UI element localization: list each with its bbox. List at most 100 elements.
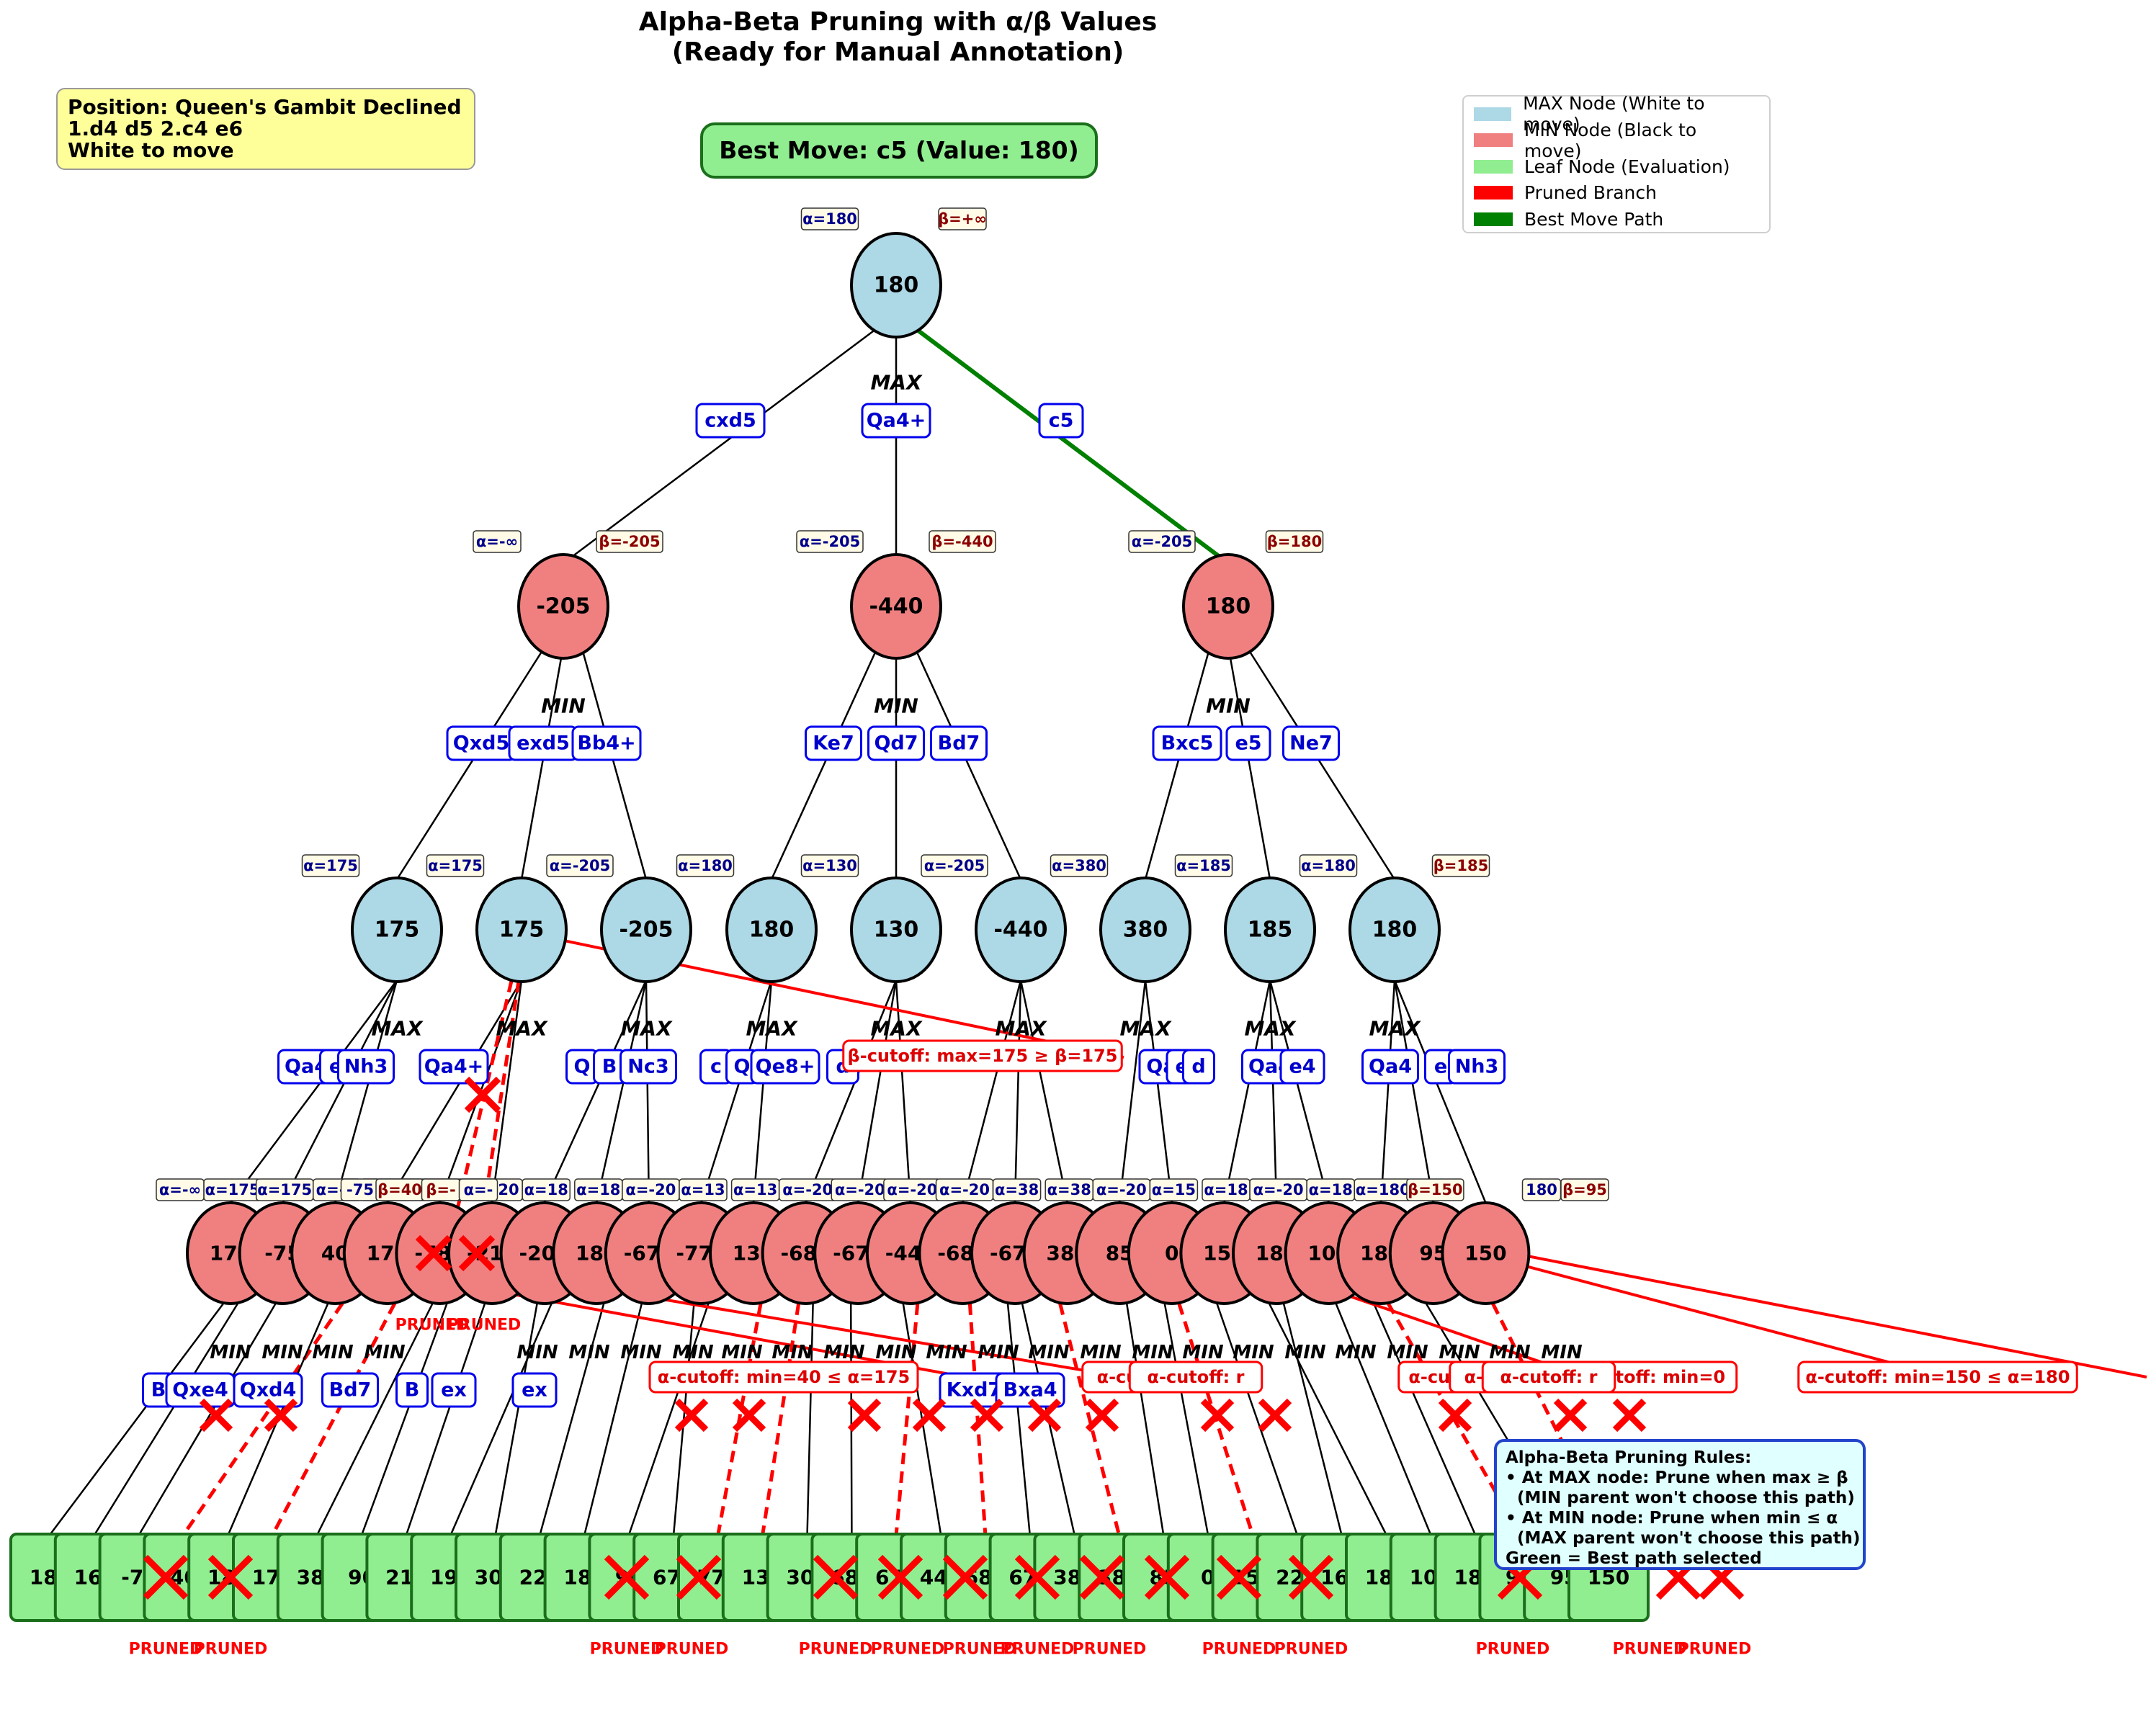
layer-tag-min-d3-21: MIN [1387,1342,1428,1363]
depth2-node-1-value: 175 [499,918,545,943]
legend-swatch-leaf [1474,159,1513,174]
depth2-node-3-value: 180 [749,918,795,943]
depth1-alpha-0-box [473,530,522,553]
depth1-alpha-1: α=-205 [800,533,861,550]
depth2-node-8-value: 180 [1372,918,1418,943]
depth3-tag-19-box [1149,1178,1199,1201]
edge-d3-25 [1125,1303,1165,1535]
layer-tag-min-d3-8: MIN [721,1342,763,1363]
layer-tag-min-d3-15: MIN [1080,1342,1122,1363]
cutoff-alpha-trunc-4: α-cutoff: r [1500,1367,1598,1387]
prune-cross-mid-5-b [912,1398,947,1433]
edge-d2-16 [1019,979,1068,1203]
depth3-node-24-value: 150 [1464,1242,1506,1265]
move-d2-13-box [1182,1049,1215,1085]
edge-d1-6 [1144,645,1212,880]
depth3-tag-9: α=-20 [625,1181,676,1198]
root-node-value: 180 [874,273,919,298]
layer-tag-min-d3-13: MIN [978,1342,1019,1363]
depth1-beta-0: β=-205 [599,533,660,550]
move-d2-6: Nc3 [627,1056,668,1078]
prune-cross-leaf-1-b [207,1554,254,1600]
move-d3-3: Bd7 [329,1379,372,1402]
move-d2-16-box [1361,1049,1419,1085]
edge-d2-15 [1014,979,1022,1203]
depth2-node-3-shape [725,877,818,983]
rules-line-4: • At MIN node: Prune when min ≤ α [1506,1509,1838,1528]
edge-d2-19 [1223,979,1271,1203]
pruned-label-4: PRUNED [799,1641,873,1659]
prune-cross-leaf-8-b [1079,1554,1125,1600]
prune-cross-mid-8-b [1085,1398,1119,1433]
rules-line-5: (MAX parent won't choose this path) [1506,1529,1861,1548]
prune-cross-leaf-6-b [942,1554,988,1600]
layer-tag-min-d3-6: MIN [620,1342,662,1363]
prune-cross-top-1-b [415,1234,452,1272]
layer-tag-min-d3-20: MIN [1335,1342,1377,1363]
legend-item-best: Best Move Path [1474,206,1759,233]
edge-d3-5 [271,1302,397,1536]
edge-d2-17 [1118,979,1147,1203]
depth2-alpha-2: α=-205 [550,857,611,874]
edge-d2-18 [1144,979,1173,1203]
legend-label-leaf: Leaf Node (Evaluation) [1524,156,1730,177]
edge-d2-2 [334,979,398,1203]
depth1-node-1-value: -440 [869,594,923,619]
depth2-node-2-value: -205 [619,918,673,943]
depth2-node-0-shape [351,877,443,983]
depth3-extra-tag-3-box [458,1178,498,1201]
prune-cross-leaf-7-b [1014,1554,1060,1600]
move-d3-4: B [405,1379,420,1402]
depth3-tag-16: α=38 [995,1181,1039,1198]
layer-tag-max-5: MAX [995,1017,1047,1041]
depth3-extra-tag-0: -75 [346,1181,374,1198]
position-line-1: Position: Queen's Gambit Declined [68,95,462,119]
depth2-node-2-shape [600,877,692,983]
prune-cross-mid-10-b [1258,1398,1292,1433]
move-d2-8: Q [734,1056,751,1078]
depth3-tag-17: α=38 [1047,1181,1091,1198]
layer-tag-max-root: MAX [870,371,923,395]
cutoff-alpha-last-box [1797,1360,2078,1394]
layer-tag-min-d3-5: MIN [568,1342,610,1363]
move-d1-3: Ke7 [813,732,854,755]
prune-cross-mid-9-b [1200,1398,1235,1433]
legend-item-leaf: Leaf Node (Evaluation) [1474,153,1759,180]
depth3-tag-21: α=-20 [1253,1181,1304,1198]
depth2-node-7-value: 185 [1248,918,1293,943]
edge-d2-3 [386,979,523,1203]
layer-tag-min-d3-0: MIN [210,1342,251,1363]
edge-d3-12 [583,1303,643,1535]
edge-d3-6 [316,1303,434,1535]
edge-d3-11 [539,1303,605,1535]
depth3-extra-tag-3: α=- [464,1181,493,1198]
layer-tag-min-d3-9: MIN [771,1342,813,1363]
layer-tag-min-d3-2: MIN [312,1342,354,1363]
depth3-tag-2: α=175 [257,1181,312,1198]
edge-root-2 [895,312,1230,565]
position-info-box: Position: Queen's Gambit Declined 1.d4 d… [56,88,475,170]
depth3-tag-20: α=18 [1204,1181,1248,1198]
cutoff-alpha-trunc-1: α-cutoff: r [1148,1367,1245,1387]
edge-d3-2 [138,1303,277,1535]
move-d3-0: B [151,1379,166,1402]
prune-cross-mid-4-b [847,1398,882,1433]
pruned-label-5: PRUNED [871,1641,945,1659]
prune-cross-mid-6-b [970,1398,1004,1433]
edge-root-0 [563,313,897,565]
edge-d3-0 [50,1303,224,1535]
depth3-tag-24-box [1406,1178,1464,1201]
edge-d3-17 [806,1303,814,1535]
move-d1-4-box [867,725,925,761]
edge-d1-3 [770,645,880,880]
edge-d3-10 [494,1303,538,1535]
move-d3-2: Qxd4 [240,1379,296,1402]
edge-d2-22 [1379,979,1396,1203]
move-root-1: Qa4+ [867,410,926,432]
depth3-tag-24: β=150 [1408,1181,1462,1198]
title-line-2: (Ready for Manual Annotation) [671,37,1124,67]
depth2-node-5-value: -440 [993,918,1047,943]
depth1-beta-2: β=180 [1267,533,1322,550]
depth2-alpha-8: α=180 [1301,857,1356,874]
